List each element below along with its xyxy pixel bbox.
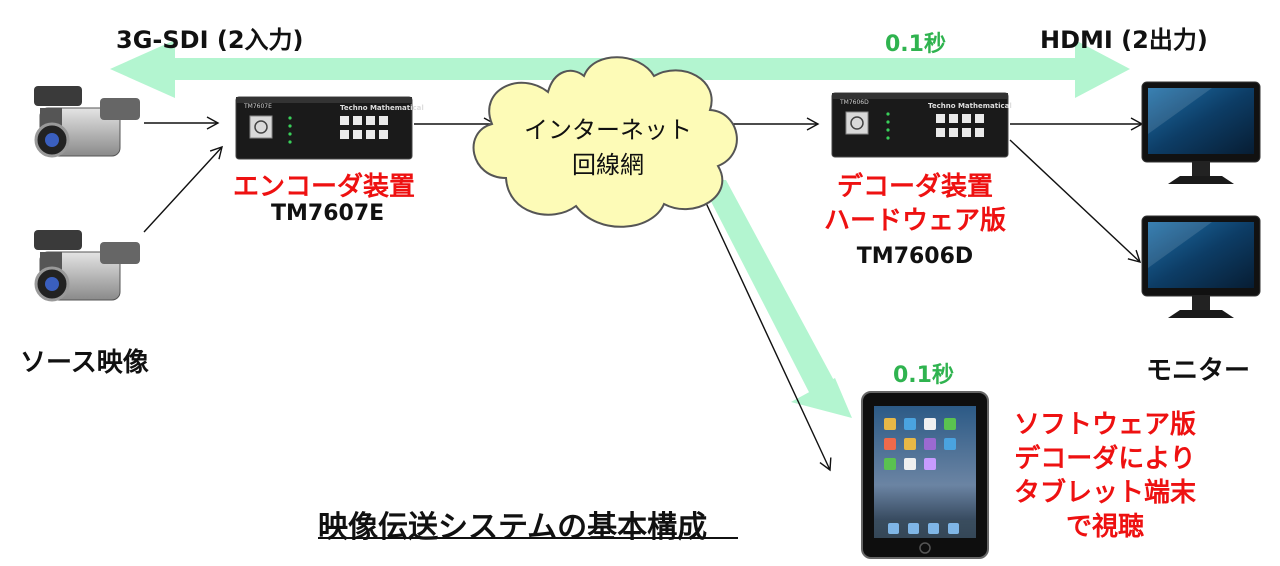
software-line3: タブレット端末 [1013, 478, 1196, 508]
diagram-title: 映像伝送システムの基本構成 [318, 510, 708, 545]
tablet-latency-arrow [700, 180, 852, 418]
decoder-name-line1: デコーダ装置 [836, 172, 993, 202]
source-label: ソース映像 [20, 348, 149, 378]
decoder-name-line2: ハードウェア版 [823, 206, 1006, 236]
cloud-label-line1: インターネット [524, 116, 692, 144]
cloud-icon [472, 56, 738, 228]
encoder-device-icon: TM7607E Techno Mathematical [235, 96, 424, 160]
video-camera-icon [34, 230, 140, 302]
latency-top-label: 0.1秒 [885, 32, 946, 57]
monitor-label: モニター [1146, 356, 1251, 386]
software-line1: ソフトウェア版 [1013, 410, 1196, 440]
decoder-badge: TM7606D [839, 99, 869, 106]
software-line4: で視聴 [1065, 512, 1144, 542]
encoder-name: エンコーダ装置 [233, 172, 416, 202]
decoder-device-icon: TM7606D Techno Mathematical [831, 92, 1012, 158]
software-line2: デコーダにより [1014, 444, 1196, 474]
monitor-icon [1141, 215, 1261, 318]
video-camera-icon [34, 86, 140, 158]
decoder-brand: Techno Mathematical [928, 102, 1012, 110]
encoder-model: TM7607E [271, 201, 385, 226]
cloud-label-line2: 回線網 [572, 151, 644, 179]
input-spec-label: 3G-SDI (2入力) [116, 26, 304, 54]
decoder-model: TM7606D [856, 244, 974, 269]
latency-tablet-label: 0.1秒 [893, 363, 954, 388]
encoder-badge: TM7607E [243, 103, 272, 110]
encoder-brand: Techno Mathematical [340, 104, 424, 112]
tablet-icon [861, 391, 989, 559]
monitor-icon [1141, 81, 1261, 184]
connector-arrows [143, 116, 1144, 472]
output-spec-label: HDMI (2出力) [1040, 26, 1208, 54]
